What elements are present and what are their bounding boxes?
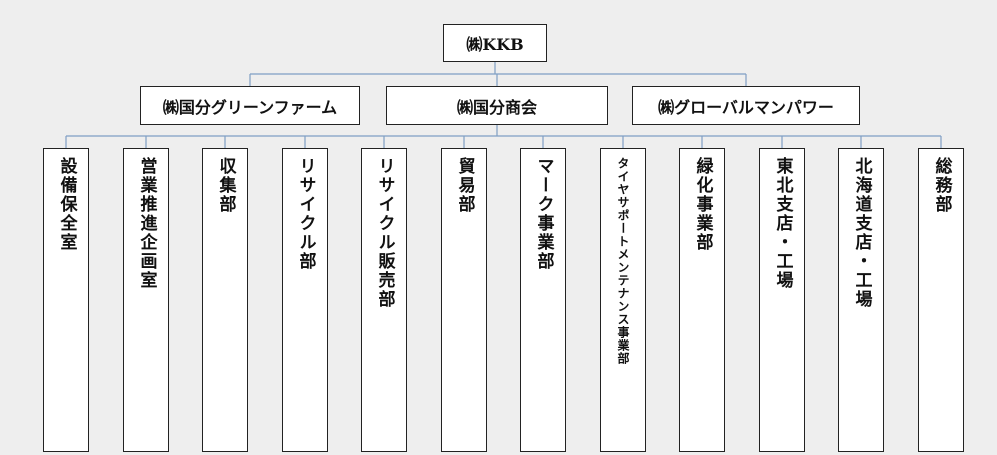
dept-label: 北海道支店・工場: [851, 157, 872, 309]
root-company-box: ㈱KKB: [443, 24, 547, 62]
dept-label: 緑化事業部: [692, 157, 713, 252]
dept-label: 営業推進企画室: [136, 157, 157, 290]
company-label: ㈱グローバルマンパワー: [658, 97, 834, 117]
dept-label: 総務部: [931, 157, 952, 214]
dept-label: タイヤサポートメンテナンス事業部: [616, 157, 630, 365]
dept-box-collection: 収集部: [202, 148, 248, 452]
root-company-label: ㈱KKB: [466, 35, 524, 54]
dept-box-facility-maintenance: 設備保全室: [43, 148, 89, 452]
company-label: ㈱国分グリーンファーム: [162, 97, 338, 117]
dept-label: リサイクル販売部: [374, 157, 395, 309]
dept-box-recycle-sales: リサイクル販売部: [361, 148, 407, 452]
dept-box-general-affairs: 総務部: [918, 148, 964, 452]
dept-label: マーク事業部: [533, 157, 554, 271]
company-box-green-farm: ㈱国分グリーンファーム: [140, 86, 360, 125]
dept-label: 設備保全室: [56, 157, 77, 252]
dept-box-mark: マーク事業部: [520, 148, 566, 452]
dept-box-greening: 緑化事業部: [679, 148, 725, 452]
dept-label: 収集部: [215, 157, 236, 214]
dept-label: リサイクル部: [295, 157, 316, 271]
dept-box-sales-planning: 営業推進企画室: [123, 148, 169, 452]
dept-label: 貿易部: [454, 157, 475, 214]
dept-box-tire-support: タイヤサポートメンテナンス事業部: [600, 148, 646, 452]
company-box-shokai: ㈱国分商会: [386, 86, 608, 125]
dept-box-recycle: リサイクル部: [282, 148, 328, 452]
company-label: ㈱国分商会: [456, 97, 537, 117]
company-box-global-manpower: ㈱グローバルマンパワー: [632, 86, 860, 125]
dept-box-hokkaido: 北海道支店・工場: [838, 148, 884, 452]
dept-box-tohoku: 東北支店・工場: [759, 148, 805, 452]
dept-label: 東北支店・工場: [772, 157, 793, 290]
dept-box-trade: 貿易部: [441, 148, 487, 452]
